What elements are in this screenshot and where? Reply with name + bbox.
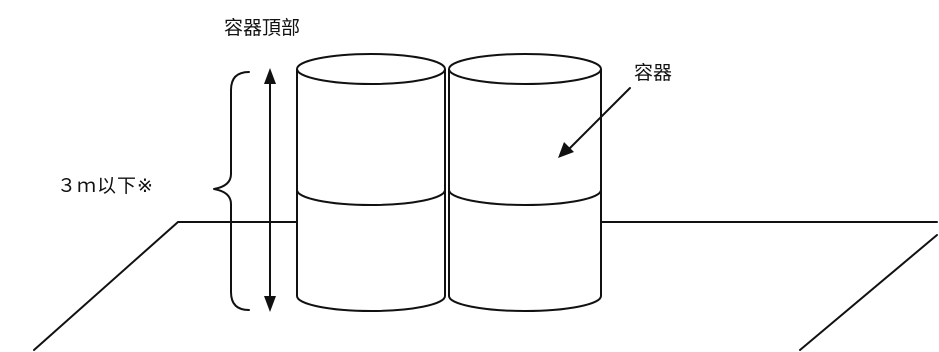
container-top-label: 容器頂部 xyxy=(224,17,301,39)
height-arrow xyxy=(264,68,276,312)
floor-outline xyxy=(33,221,938,351)
container-body-right-lower xyxy=(448,190,602,312)
height-brace xyxy=(213,71,250,311)
container-body-left-lower xyxy=(296,190,446,312)
container-label: 容器 xyxy=(634,62,673,84)
container-stack-left xyxy=(296,53,446,312)
container-lid-right xyxy=(448,53,602,85)
container-stack-right xyxy=(448,53,602,312)
height-limit-label: ３ｍ以下※ xyxy=(57,175,154,197)
container-body-right-upper xyxy=(448,69,602,206)
container-pointer-arrow xyxy=(558,87,631,158)
arrow-head-icon xyxy=(558,142,574,158)
arrow-head-down-icon xyxy=(264,296,276,312)
container-lid-left xyxy=(296,53,446,85)
arrow-head-up-icon xyxy=(264,68,276,84)
container-body-left-upper xyxy=(296,69,446,206)
